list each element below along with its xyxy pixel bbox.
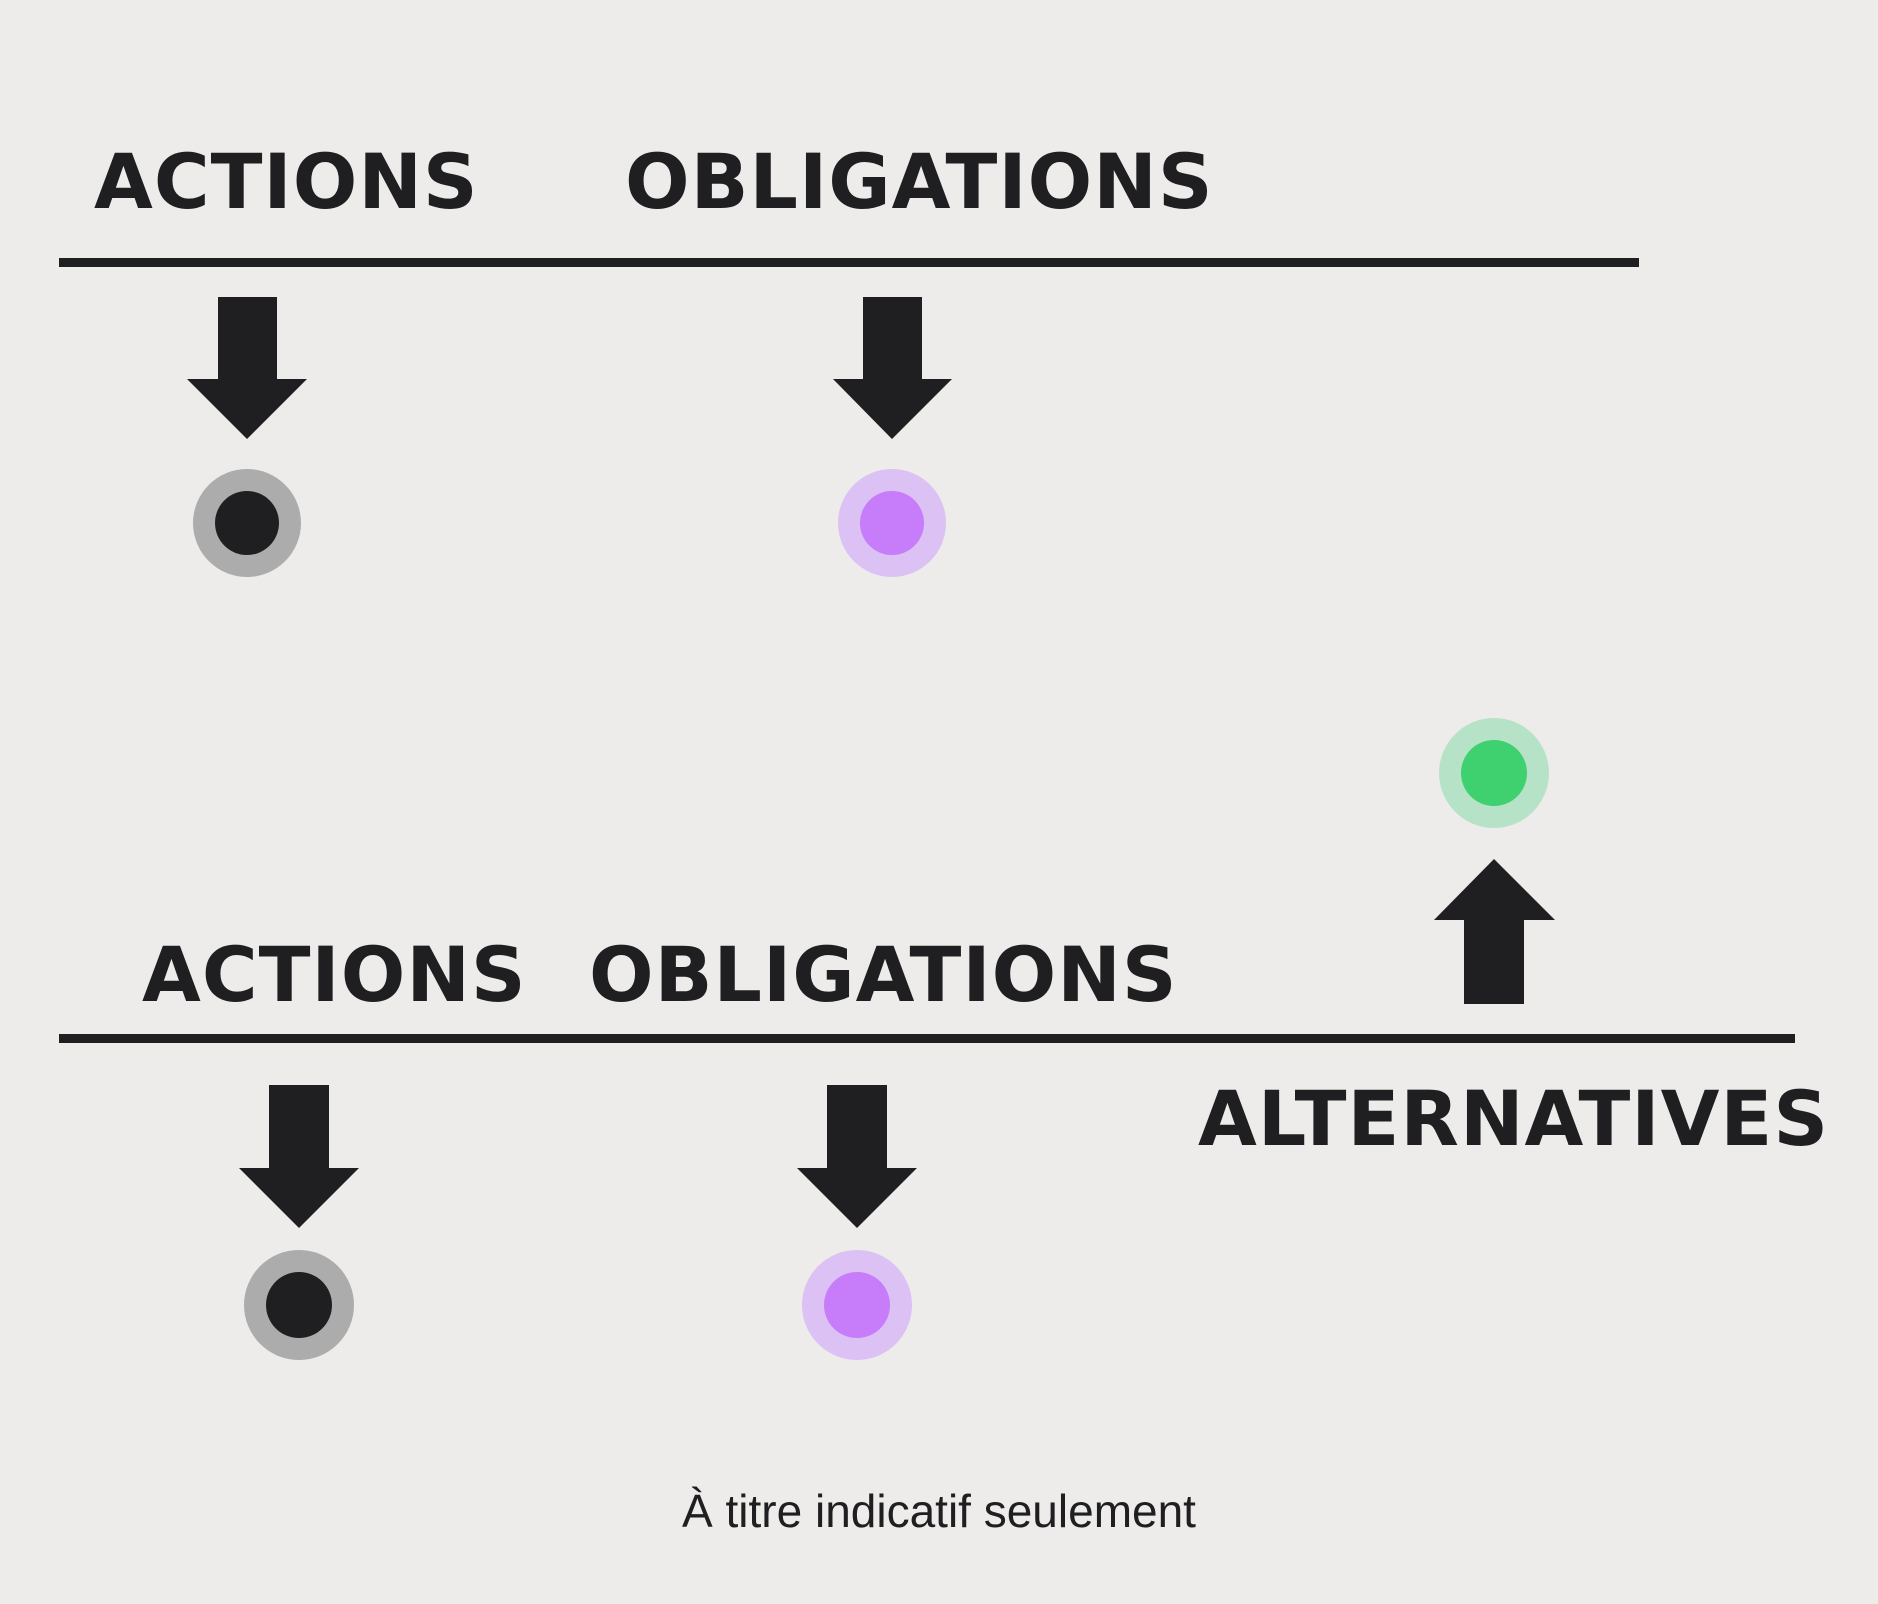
bottom-stocks-down-arrow-icon	[239, 1085, 359, 1228]
bottom-bonds-down-arrow-icon	[797, 1085, 917, 1228]
alternatives-up-arrow-icon	[1434, 859, 1555, 1004]
alternatives-label: ALTERNATIVES	[1198, 1074, 1830, 1163]
top-bonds-down-arrow-icon	[833, 297, 952, 439]
top-bonds-label: OBLIGATIONS	[625, 137, 1214, 226]
top-divider-line	[59, 258, 1639, 267]
top-bonds-dot-icon	[838, 469, 946, 577]
disclaimer-footnote: À titre indicatif seulement	[682, 1485, 1196, 1537]
bottom-divider-line	[59, 1034, 1795, 1043]
bottom-stocks-dot-icon	[244, 1250, 354, 1360]
bottom-bonds-label: OBLIGATIONS	[589, 930, 1178, 1019]
top-stocks-down-arrow-icon	[187, 297, 307, 439]
top-stocks-label: ACTIONS	[94, 137, 479, 226]
alternatives-dot-icon	[1439, 718, 1549, 828]
top-stocks-dot-icon	[193, 469, 301, 577]
bottom-stocks-label: ACTIONS	[142, 930, 527, 1019]
bottom-bonds-dot-icon	[802, 1250, 912, 1360]
